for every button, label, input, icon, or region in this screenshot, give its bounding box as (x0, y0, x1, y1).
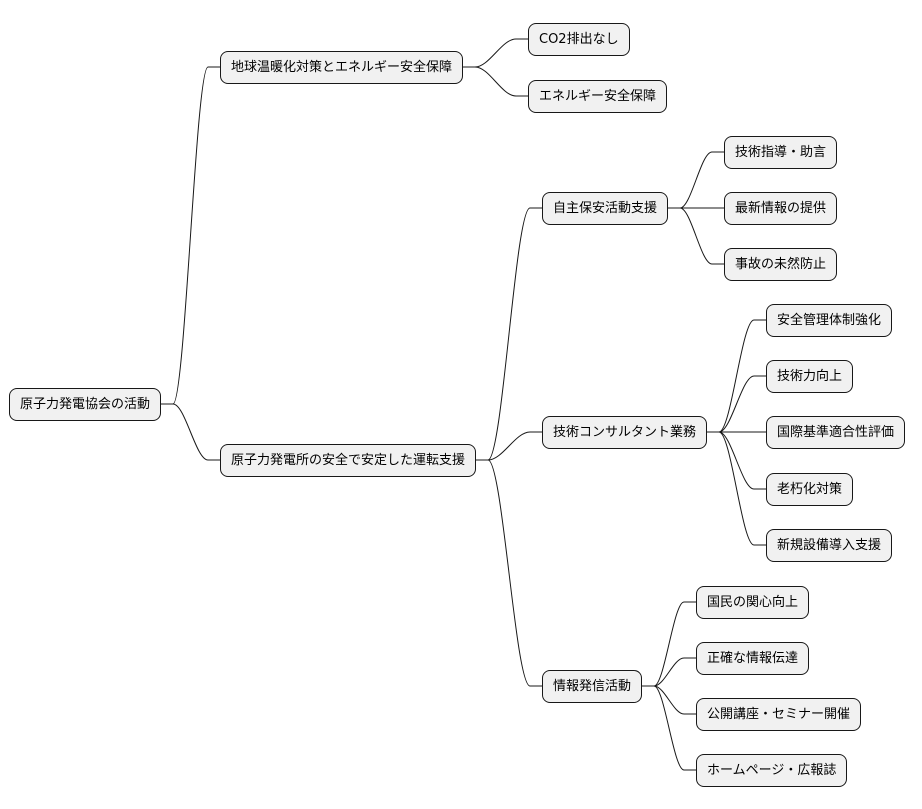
node-aging-countermeasures: 老朽化対策 (766, 473, 854, 506)
node-energy-security: エネルギー安全保障 (528, 80, 668, 113)
node-safety-management: 安全管理体制強化 (766, 304, 893, 337)
edge-n2-n2b (476, 431, 542, 461)
node-accident-prevention: 事故の未然防止 (724, 248, 838, 281)
edge-n2b-n2b4 (707, 431, 766, 490)
edge-n1-n1b (463, 66, 528, 97)
edge-n0-n1 (161, 66, 220, 405)
edge-n2c-n2c3 (642, 685, 696, 715)
node-global-warming-energy-security: 地球温暖化対策とエネルギー安全保障 (220, 51, 464, 84)
node-latest-information: 最新情報の提供 (724, 192, 838, 225)
node-technical-guidance: 技術指導・助言 (724, 136, 838, 169)
node-website-pr: ホームページ・広報誌 (696, 754, 848, 787)
node-public-lectures: 公開講座・セミナー開催 (696, 698, 862, 731)
node-new-equipment-support: 新規設備導入支援 (766, 529, 893, 562)
node-information-dissemination: 情報発信活動 (542, 670, 643, 703)
edge-n0-n2 (161, 403, 220, 461)
edge-n2a-n2a3 (668, 207, 724, 265)
edge-n2b-n2b1 (707, 319, 766, 433)
node-no-co2-emission: CO2排出なし (528, 23, 630, 56)
node-root: 原子力発電協会の活動 (9, 388, 162, 421)
node-accurate-communication: 正確な情報伝達 (696, 642, 810, 675)
edge-n2b-n2b2 (707, 375, 766, 433)
node-public-interest: 国民の関心向上 (696, 586, 810, 619)
edge-n2-n2c (476, 459, 542, 687)
edge-n1-n1a (463, 38, 528, 68)
edge-n2a-n2a1 (668, 151, 724, 209)
edge-n2c-n2c2 (642, 657, 696, 687)
node-technical-improvement: 技術力向上 (766, 360, 854, 393)
node-technical-consulting: 技術コンサルタント業務 (542, 416, 708, 449)
edge-n2c-n2c4 (642, 685, 696, 771)
node-voluntary-safety-support: 自主保安活動支援 (542, 192, 669, 225)
edge-n2b-n2b5 (707, 431, 766, 546)
edge-n2-n2a (476, 207, 542, 461)
node-safe-operation-support: 原子力発電所の安全で安定した運転支援 (220, 444, 477, 477)
edge-n2c-n2c1 (642, 601, 696, 687)
node-international-standards: 国際基準適合性評価 (766, 416, 906, 449)
